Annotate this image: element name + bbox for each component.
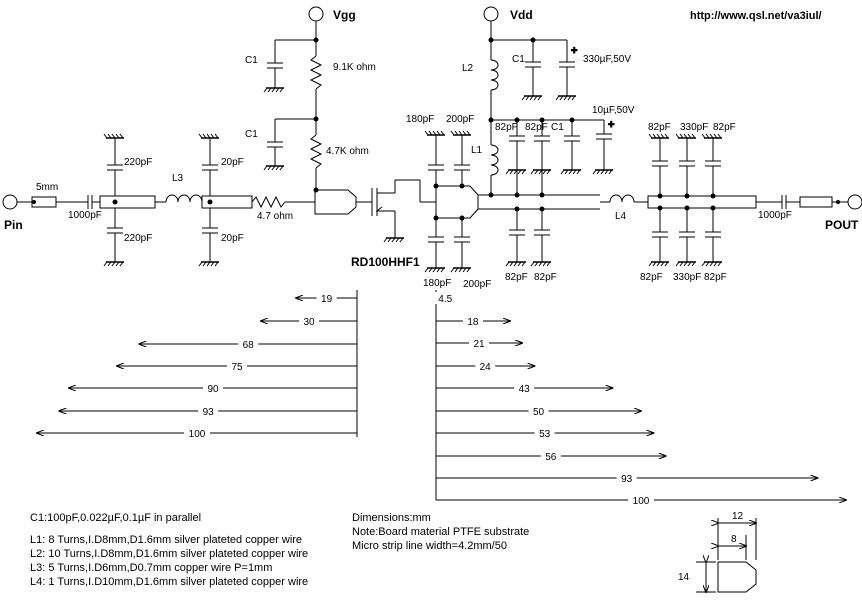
dimension-value: 90 (207, 384, 219, 395)
dimension-value: 53 (539, 429, 551, 440)
dimension-value: 24 (480, 362, 492, 373)
c-out-82-t1-label: 82pF (648, 122, 671, 133)
c1-drain-label: C1 (512, 54, 525, 65)
c-out-82-t2-label: 82pF (713, 122, 736, 133)
c-200-bot-label: 200pF (463, 279, 491, 290)
dimension-value: 4.5 (438, 294, 452, 305)
c-in-220-top-label: 220pF (124, 157, 152, 168)
svg-text:+: + (571, 45, 577, 57)
note-microstrip: Micro strip line width=4.2mm/50 (352, 540, 507, 552)
note-dimensions: Dimensions:mm (352, 512, 431, 524)
c-out-82-b2-label: 82pF (704, 272, 727, 283)
c-in-1000-label: 1000pF (68, 210, 102, 221)
c-82-bot-a-label: 82pF (505, 272, 528, 283)
notes-left: C1:100pF,0.022µF,0.1µF in parallel L1: 8… (30, 511, 308, 589)
l2-label: L2 (462, 63, 474, 74)
dimension-value: 43 (519, 384, 531, 395)
dimension-value: 68 (243, 340, 255, 351)
dimension-value: 21 (473, 339, 485, 350)
note-board: Note:Board material PTFE substrate (352, 526, 530, 538)
dimension-value: 56 (545, 452, 557, 463)
pout-label: POUT (825, 218, 859, 232)
c-180-bot-label: 180pF (423, 278, 451, 289)
transistor-label: RD100HHF1 (351, 255, 420, 269)
c-200-top-label: 200pF (446, 114, 474, 125)
source-url: http://www.qsl.net/va3iul/ (690, 10, 822, 22)
dimension-value: 18 (467, 317, 479, 328)
dimension-value: 19 (321, 294, 333, 305)
notes-right: Dimensions:mm Note:Board material PTFE s… (352, 511, 529, 553)
c-10u-label: 10µF,50V (592, 105, 635, 116)
l1-label: L1 (471, 145, 483, 156)
r-9k1-label: 9.1K ohm (333, 62, 376, 73)
c-out-1000-label: 1000pF (758, 210, 792, 221)
r-4k7-label: 4.7K ohm (326, 146, 369, 157)
vdd-label: Vdd (510, 8, 533, 22)
dimension-value: 50 (533, 407, 545, 418)
c-82-b-label: 82pF (525, 122, 548, 133)
c-out-82-b1-label: 82pF (640, 272, 663, 283)
c-20-bot-label: 20pF (221, 233, 244, 244)
r-4-7-label: 4.7 ohm (257, 211, 293, 222)
len-5mm-label: 5mm (36, 182, 58, 193)
l4-label: L4 (615, 211, 627, 222)
c-out-330-t-label: 330pF (680, 122, 708, 133)
dimension-value: 100 (189, 429, 206, 440)
c-180-top-label: 180pF (406, 114, 434, 125)
l3-label: L3 (172, 173, 184, 184)
c-20-top-label: 20pF (221, 157, 244, 168)
vgg-label: Vgg (333, 8, 356, 22)
note-c1: C1:100pF,0.022µF,0.1µF in parallel (30, 512, 202, 524)
c-330u-label: 330µF,50V (583, 54, 631, 65)
pin-label: Pin (4, 218, 23, 232)
c-in-220-bot-label: 220pF (124, 233, 152, 244)
c-out-330-b-label: 330pF (673, 272, 701, 283)
pad-height-14: 14 (678, 572, 690, 583)
c1-drain2-label: C1 (551, 122, 564, 133)
c1-gate-top-label: C1 (245, 55, 258, 66)
dimension-value: 93 (621, 474, 633, 485)
c-82-a-label: 82pF (495, 122, 518, 133)
c-82-bot-b-label: 82pF (534, 272, 557, 283)
dimension-value: 93 (203, 407, 215, 418)
note-l4: L4: 1 Turns,I.D10mm,D1.6mm silver platet… (30, 576, 309, 588)
dimension-value: 75 (231, 362, 243, 373)
dimension-value: 100 (633, 496, 650, 507)
note-l3: L3: 5 Turns,I.D6mm,D0.7mm copper wire P=… (30, 562, 273, 574)
pad-width-8: 8 (731, 534, 737, 545)
c1-gate-bot-label: C1 (245, 129, 258, 140)
svg-text:+: + (608, 119, 614, 131)
note-l1: L1: 8 Turns,I.D8mm,D1.6mm silver platete… (30, 534, 303, 546)
pad-width-12: 12 (732, 511, 744, 522)
note-l2: L2: 10 Turns,I.D8mm,D1.6mm silver platet… (30, 548, 309, 560)
dimension-value: 30 (303, 317, 315, 328)
